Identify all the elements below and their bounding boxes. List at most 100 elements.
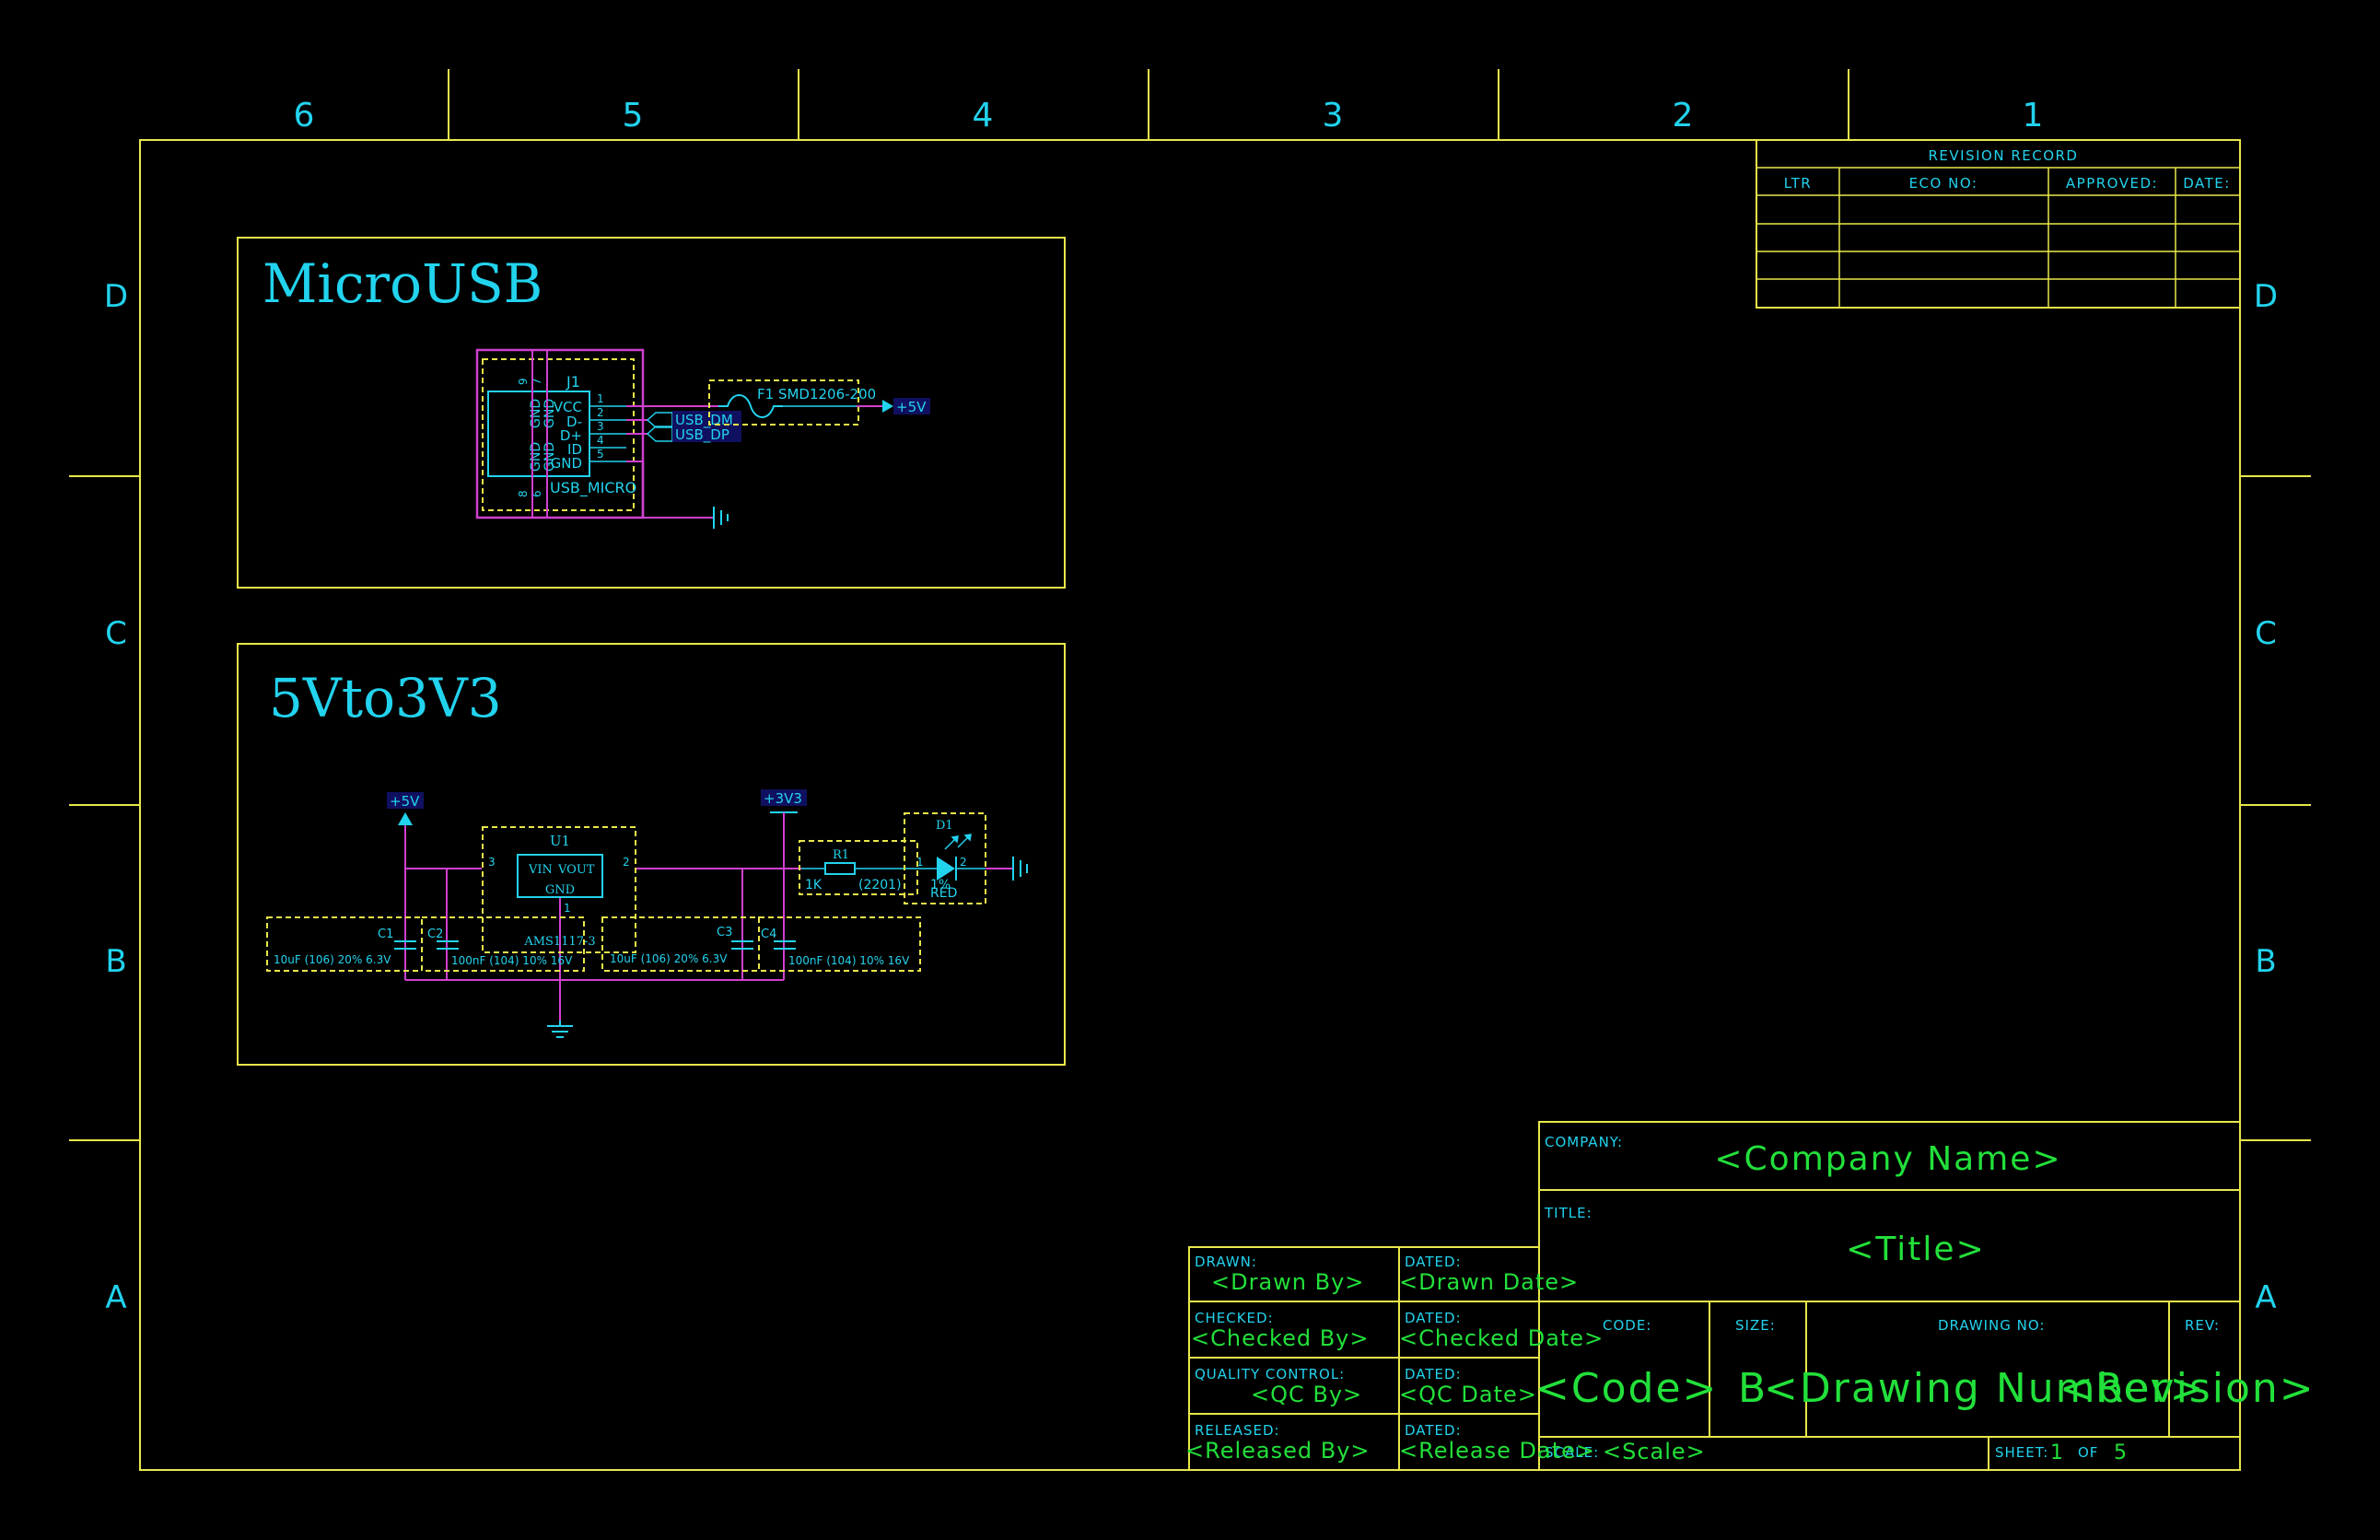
of-label: OF	[2078, 1444, 2098, 1461]
drawn-by-value: <Drawn By>	[1211, 1269, 1364, 1295]
resistor-r1-box[interactable]	[799, 840, 918, 895]
row-label-d-left: D	[104, 278, 128, 315]
j1-ref: J1	[566, 373, 580, 391]
column-label-4: 4	[973, 97, 994, 134]
column-label-5: 5	[623, 97, 644, 134]
column-ticks	[448, 69, 1849, 140]
j1-gnd-bottom-2: GND	[542, 442, 557, 472]
drawing-title: <Title>	[1846, 1231, 1985, 1268]
led-d1-ref: D1	[936, 819, 953, 833]
j1-pin-gnd: GND	[551, 455, 582, 472]
revision-value: <Revision>	[2059, 1365, 2316, 1412]
size-value: B	[1738, 1365, 1768, 1412]
resistor-r1-value: 1K	[805, 878, 822, 892]
column-label-6: 6	[294, 97, 315, 134]
led-pin-1: 1	[916, 856, 924, 869]
column-label-1: 1	[2023, 97, 2044, 134]
checked-label: CHECKED:	[1195, 1310, 1274, 1326]
j1-pin-dm: D-	[566, 414, 582, 430]
regulator-title: 5Vto3V3	[269, 667, 502, 729]
cap-c2-box[interactable]	[421, 916, 585, 972]
row-ticks	[69, 475, 2311, 1141]
resistor-icon	[824, 862, 856, 875]
j1-pin-number-7: 7	[531, 378, 543, 385]
resistor-r1-extra: (2201)	[858, 878, 902, 892]
cap-c4-ref: C4	[761, 928, 776, 941]
microusb-title: MicroUSB	[262, 252, 542, 315]
led-d1-box[interactable]	[904, 812, 986, 904]
net-labels-usb: USB_DM USB_DP	[646, 411, 741, 444]
j1-gnd-bottom-1: GND	[529, 442, 543, 472]
j1-value: USB_MICRO	[550, 479, 636, 497]
net-usb-dp: USB_DP	[675, 426, 729, 444]
cap-c4-value: 100nF (104) 10% 16V	[788, 954, 910, 967]
row-label-c-right: C	[2255, 615, 2277, 652]
cap-c2-ref: C2	[427, 928, 443, 941]
code-value: <Code>	[1535, 1365, 1718, 1412]
revision-header-date: DATE:	[2183, 175, 2231, 192]
j1-pin-number-6: 6	[531, 490, 543, 497]
microusb-block[interactable]: MicroUSB J1 USB_MICRO VCC D- D+ ID GND 1…	[237, 237, 1066, 589]
cap-c1-box[interactable]	[266, 916, 423, 972]
regulator-block[interactable]: 5Vto3V3 +5V +3V3 U1 VIN VOUT GND 3 2 1	[237, 643, 1066, 1066]
j1-pin-id: ID	[567, 441, 582, 458]
j1-pin-number-9: 9	[517, 378, 530, 385]
company-label: COMPANY:	[1545, 1134, 1623, 1150]
u1-selection-box[interactable]	[482, 826, 636, 953]
u1-value: AMS1117-3	[523, 935, 595, 949]
qc-by-value: <QC By>	[1251, 1382, 1362, 1407]
drawing-number-value: <Drawing Number>	[1764, 1365, 2205, 1412]
u1-pin-1: 1	[564, 902, 571, 915]
power-arrow-up-icon	[398, 812, 413, 825]
cap-c3-value: 10uF (106) 20% 6.3V	[610, 952, 728, 965]
title-block: COMPANY: TITLE: CODE: SIZE: DRAWING NO: …	[1185, 1121, 2316, 1471]
row-label-b-left: B	[105, 943, 126, 980]
scale-value: <Scale>	[1603, 1439, 1706, 1464]
fuse-icon	[718, 394, 783, 418]
row-label-c-left: C	[105, 615, 127, 652]
resistor-r1-ref: R1	[833, 848, 849, 862]
release-date-value: <Release Date>	[1399, 1438, 1595, 1464]
qc-label: QUALITY CONTROL:	[1195, 1366, 1345, 1382]
cap-c1-value: 10uF (106) 20% 6.3V	[274, 953, 391, 966]
revision-record-title: REVISION RECORD	[1929, 147, 2079, 164]
scale-label: SCALE:	[1545, 1444, 1599, 1461]
checked-by-value: <Checked By>	[1191, 1325, 1370, 1351]
sheet-total: 5	[2114, 1441, 2127, 1464]
qc-date-value: <QC Date>	[1399, 1382, 1537, 1407]
column-label-2: 2	[1673, 97, 1694, 134]
power-label-3v3: +3V3	[764, 790, 802, 807]
j1-pin-number-4: 4	[597, 434, 604, 447]
ground-icon-regulator	[547, 1021, 573, 1038]
j1-pin-dp: D+	[560, 427, 582, 444]
revision-header-ltr: LTR	[1784, 175, 1812, 192]
checked-dated-label: DATED:	[1405, 1310, 1462, 1326]
led-d1-value: RED	[930, 886, 957, 901]
released-dated-label: DATED:	[1405, 1422, 1462, 1439]
j1-pin-number-5: 5	[597, 448, 604, 461]
row-label-d-right: D	[2254, 278, 2278, 315]
power-arrow-icon	[882, 400, 893, 413]
revision-record: REVISION RECORD LTR ECO NO: APPROVED: DA…	[1756, 139, 2241, 309]
u1-pin-2: 2	[623, 856, 630, 869]
cap-c1-ref: C1	[378, 928, 393, 941]
sheet-label: SHEET:	[1995, 1444, 2048, 1461]
row-label-b-right: B	[2255, 943, 2276, 980]
drawn-dated-label: DATED:	[1405, 1254, 1462, 1270]
drawn-label: DRAWN:	[1195, 1254, 1257, 1270]
u1-gnd: GND	[545, 883, 575, 897]
fuse-f1-box[interactable]	[708, 379, 859, 426]
cap-c4-box[interactable]	[758, 916, 921, 972]
drawing-no-label: DRAWING NO:	[1938, 1317, 2046, 1334]
fuse-f1-label: F1 SMD1206-200	[757, 386, 876, 402]
led-light-arrows-icon	[944, 834, 972, 850]
cap-c3-box[interactable]	[601, 916, 760, 972]
power-label-5v-usb: +5V	[896, 399, 927, 415]
u1-body[interactable]	[517, 854, 603, 898]
led-icon	[937, 857, 955, 881]
cap-c3-ref: C3	[717, 926, 732, 939]
resistor-r1-tolerance: 1%	[930, 878, 951, 892]
row-label-a-left: A	[105, 1279, 126, 1316]
revision-header-approved: APPROVED:	[2066, 175, 2158, 192]
